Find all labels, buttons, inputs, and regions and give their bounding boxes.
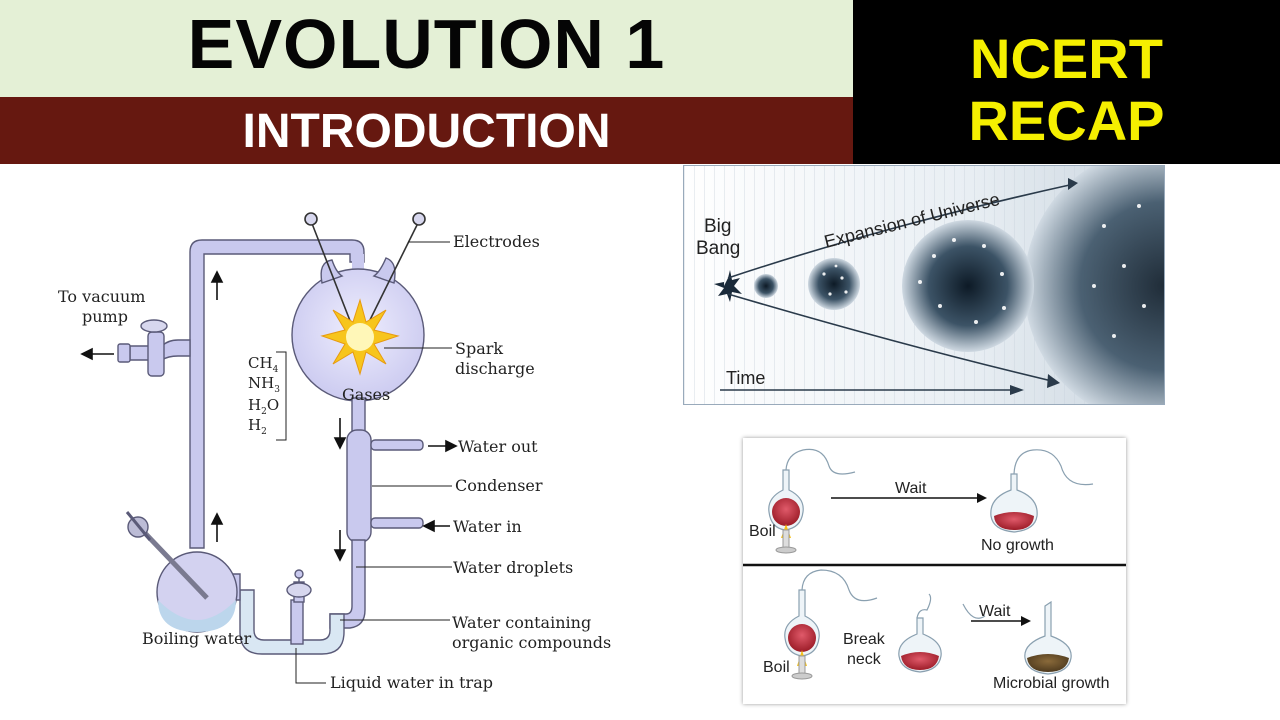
label-water-in: Water in <box>453 517 522 536</box>
label-electrodes: Electrodes <box>453 232 540 251</box>
page-title: EVOLUTION 1 <box>187 5 666 83</box>
label-vacuum-line2: pump <box>82 307 128 326</box>
label-time: Time <box>726 368 765 388</box>
label-bottom-wait: Wait <box>979 603 1011 620</box>
label-bottom-result: Microbial growth <box>993 675 1109 692</box>
water-in-port <box>370 517 424 529</box>
return-tube <box>189 239 365 549</box>
universe-illustration: Big Bang Expansion of Universe Time <box>684 146 1280 426</box>
svg-text:CH4: CH4 <box>248 354 279 375</box>
pasteur-flask-illustration: Wait Boil No growth Wait Break neck Boil <box>743 448 1126 692</box>
label-break-line2: neck <box>847 651 882 668</box>
electrode-port-right <box>372 257 396 284</box>
svg-text:H2: H2 <box>248 416 267 437</box>
miller-experiment-diagram: Electrodes To vacuum pump Spark discharg… <box>58 212 611 692</box>
page-subtitle: INTRODUCTION <box>242 105 611 158</box>
label-water-out: Water out <box>458 437 538 456</box>
gas-formula-sub: 3 <box>274 385 280 395</box>
label-water-droplets: Water droplets <box>453 558 573 577</box>
label-vacuum-line1: To vacuum <box>58 287 145 306</box>
label-boiling-water: Boiling water <box>142 629 252 648</box>
universe-expansion-panel: Big Bang Expansion of Universe Time <box>683 146 1280 426</box>
label-big: Big <box>704 216 731 237</box>
gas-formula-sub: 4 <box>273 365 279 375</box>
label-break-line1: Break <box>843 631 886 648</box>
label-organic-line1: Water containing <box>452 613 591 632</box>
label-spark-line2: discharge <box>455 359 535 378</box>
spark-icon <box>320 298 400 376</box>
gas-formula-base: NH <box>248 374 274 392</box>
title-band <box>0 0 853 97</box>
gas-formula-base: CH <box>248 354 273 372</box>
subtitle-band <box>0 97 853 164</box>
label-condenser: Condenser <box>455 476 543 495</box>
badge-line-ncert: NCERT <box>970 27 1163 90</box>
vacuum-stopcock <box>147 331 165 377</box>
label-organic-line2: organic compounds <box>452 633 611 652</box>
big-bang-icon <box>714 270 742 302</box>
label-top-result: No growth <box>981 537 1054 554</box>
universe-stage-3 <box>902 220 1034 352</box>
universe-stage-2 <box>808 258 860 310</box>
universe-stage-1 <box>754 274 778 298</box>
svg-text:NH3: NH3 <box>248 374 280 395</box>
gas-formula-base: H <box>248 416 261 434</box>
label-bottom-boil: Boil <box>763 659 790 676</box>
gas-formula-sub: 2 <box>261 407 267 417</box>
pasteur-experiment-panel: Wait Boil No growth Wait Break neck Boil <box>743 438 1126 704</box>
gas-formula-sub: 2 <box>261 427 267 437</box>
condenser-jacket <box>346 429 372 543</box>
label-trap: Liquid water in trap <box>330 673 493 692</box>
broth-top-boiling <box>772 498 800 526</box>
badge-line-recap: RECAP <box>968 89 1165 152</box>
label-gases: Gases <box>342 385 390 404</box>
label-top-wait: Wait <box>895 480 927 497</box>
gas-formula-base: H <box>248 396 261 414</box>
gas-formula-list: CH4 NH3 H2O H2 <box>248 354 280 437</box>
label-spark-line1: Spark <box>455 339 503 358</box>
water-out-port <box>370 439 424 451</box>
svg-text:H2O: H2O <box>248 396 279 417</box>
gas-formula-tail: O <box>267 396 279 414</box>
label-top-boil: Boil <box>749 523 776 540</box>
label-bang: Bang <box>696 238 740 259</box>
ncert-badge <box>853 0 1280 164</box>
